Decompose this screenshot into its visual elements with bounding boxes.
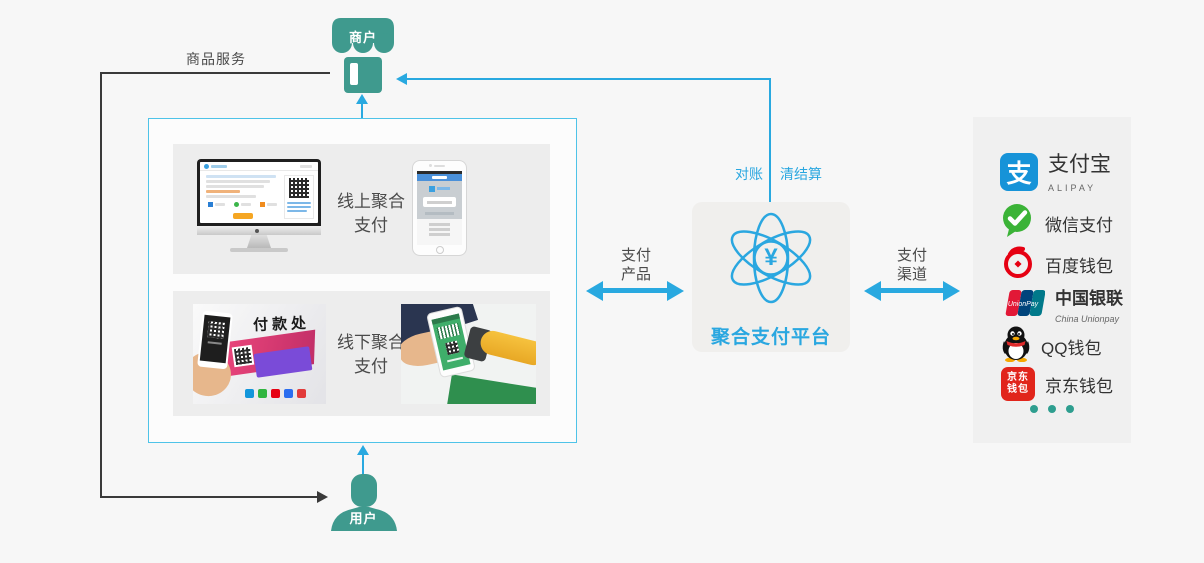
pay-button-mini <box>233 213 253 219</box>
imac-base <box>230 248 288 252</box>
channel-name: QQ钱包 <box>1041 338 1102 358</box>
payment-brand-dots <box>245 389 306 398</box>
offline-scan-photo <box>401 304 536 404</box>
atom-currency-icon: ¥ <box>721 208 821 308</box>
products-arrow-bar <box>602 288 668 293</box>
offline-payment-label: 线下聚合 支付 <box>337 333 405 376</box>
payment-channels-label: 支付 渠道 <box>896 247 927 283</box>
goods-path-top-line <box>100 72 330 74</box>
goods-services-label: 商品服务 <box>186 51 246 67</box>
dot <box>1048 405 1056 413</box>
yen-symbol: ¥ <box>764 244 778 271</box>
channel-unionpay: UnionPay 中国银联 China Unionpay <box>1001 286 1123 324</box>
sign-qr <box>231 344 255 368</box>
photo-phone <box>197 310 233 370</box>
platform-node: ¥ 聚合支付平台 <box>692 202 850 352</box>
channel-alipay: 支 支付宝 ALIPAY <box>1000 151 1111 193</box>
phone-home-button <box>436 246 444 254</box>
channel-name: 京东钱包 <box>1045 376 1113 396</box>
storefront-icon <box>330 18 396 98</box>
channel-name: 中国银联 <box>1055 288 1123 308</box>
online-payment-label: 线上聚合 支付 <box>337 192 405 235</box>
merchant-node: 商户 <box>330 16 396 94</box>
user-to-box-arrowhead <box>357 445 369 455</box>
channel-name: 百度钱包 <box>1045 256 1113 276</box>
payment-channels-panel: 支 支付宝 ALIPAY 微信支付 <box>973 117 1131 443</box>
alipay-icon: 支 <box>1000 153 1038 191</box>
person-icon <box>326 474 401 535</box>
channels-arrow-left-head <box>864 281 881 301</box>
channels-arrow-right-head <box>943 281 960 301</box>
user-label: 用户 <box>349 511 378 526</box>
settlement-label: 清结算 <box>780 166 822 182</box>
dot <box>1066 405 1074 413</box>
svg-text:UnionPay: UnionPay <box>1008 301 1039 308</box>
jd-wallet-icon: 京东 钱包 <box>1001 367 1035 401</box>
scanner-handle <box>478 328 536 368</box>
box-to-merchant-line <box>361 103 363 118</box>
apple-logo-dot <box>255 229 259 233</box>
imac-chin <box>197 226 321 235</box>
channel-sub: ALIPAY <box>1048 183 1097 193</box>
offline-sign-photo: 付款处 <box>193 304 326 404</box>
channel-wechat: 微信支付 <box>1001 203 1113 244</box>
online-payment-section: 线上聚合 支付 <box>173 144 550 274</box>
user-to-box-line <box>362 454 364 476</box>
offline-payment-section: 付款处 线下聚合 支付 <box>173 291 550 416</box>
more-channels-indicator <box>973 405 1131 413</box>
baidu-wallet-icon <box>1001 245 1035 284</box>
desktop-computer-illustration <box>197 159 321 252</box>
reconciliation-label: 对账 <box>735 166 763 182</box>
aggregated-products-box: 线上聚合 支付 <box>148 118 577 443</box>
channel-jd-wallet: 京东 钱包 京东钱包 <box>1001 366 1113 402</box>
imac-bezel <box>197 159 321 226</box>
goods-path-bottom-line <box>100 496 319 498</box>
settlement-path-horizontal <box>406 78 771 80</box>
imac-screen <box>200 162 318 223</box>
channels-arrow-bar <box>880 288 944 293</box>
qq-penguin-icon <box>1001 325 1031 367</box>
dot <box>1030 405 1038 413</box>
phone-screen <box>417 171 462 245</box>
platform-label: 聚合支付平台 <box>710 327 831 348</box>
payment-products-label: 支付 产品 <box>620 247 651 283</box>
green-counter <box>445 374 536 404</box>
settlement-path-vertical <box>769 78 771 202</box>
pay-here-sign-text: 付款处 <box>252 315 311 334</box>
settlement-arrowhead <box>396 73 407 85</box>
channel-name: 支付宝 <box>1048 153 1111 176</box>
box-to-merchant-arrowhead <box>356 94 368 104</box>
goods-path-vertical-line <box>100 72 102 498</box>
wechat-pay-icon <box>1001 203 1035 244</box>
goods-path-arrowhead <box>317 491 328 503</box>
channel-sub: China Unionpay <box>1055 313 1120 324</box>
qr-code-mini <box>289 178 309 198</box>
user-node: 用户 <box>326 474 401 531</box>
site-logo-dot <box>204 164 209 169</box>
channel-qq-wallet: QQ钱包 <box>1001 325 1102 367</box>
channel-baidu-wallet: 百度钱包 <box>1001 246 1113 282</box>
smartphone-illustration <box>412 160 467 256</box>
products-arrow-right-head <box>667 281 684 301</box>
merchant-label: 商户 <box>348 30 377 45</box>
products-arrow-left-head <box>586 281 603 301</box>
unionpay-icon: UnionPay <box>1001 289 1046 322</box>
channel-name: 微信支付 <box>1045 215 1113 235</box>
imac-stand <box>247 235 271 248</box>
